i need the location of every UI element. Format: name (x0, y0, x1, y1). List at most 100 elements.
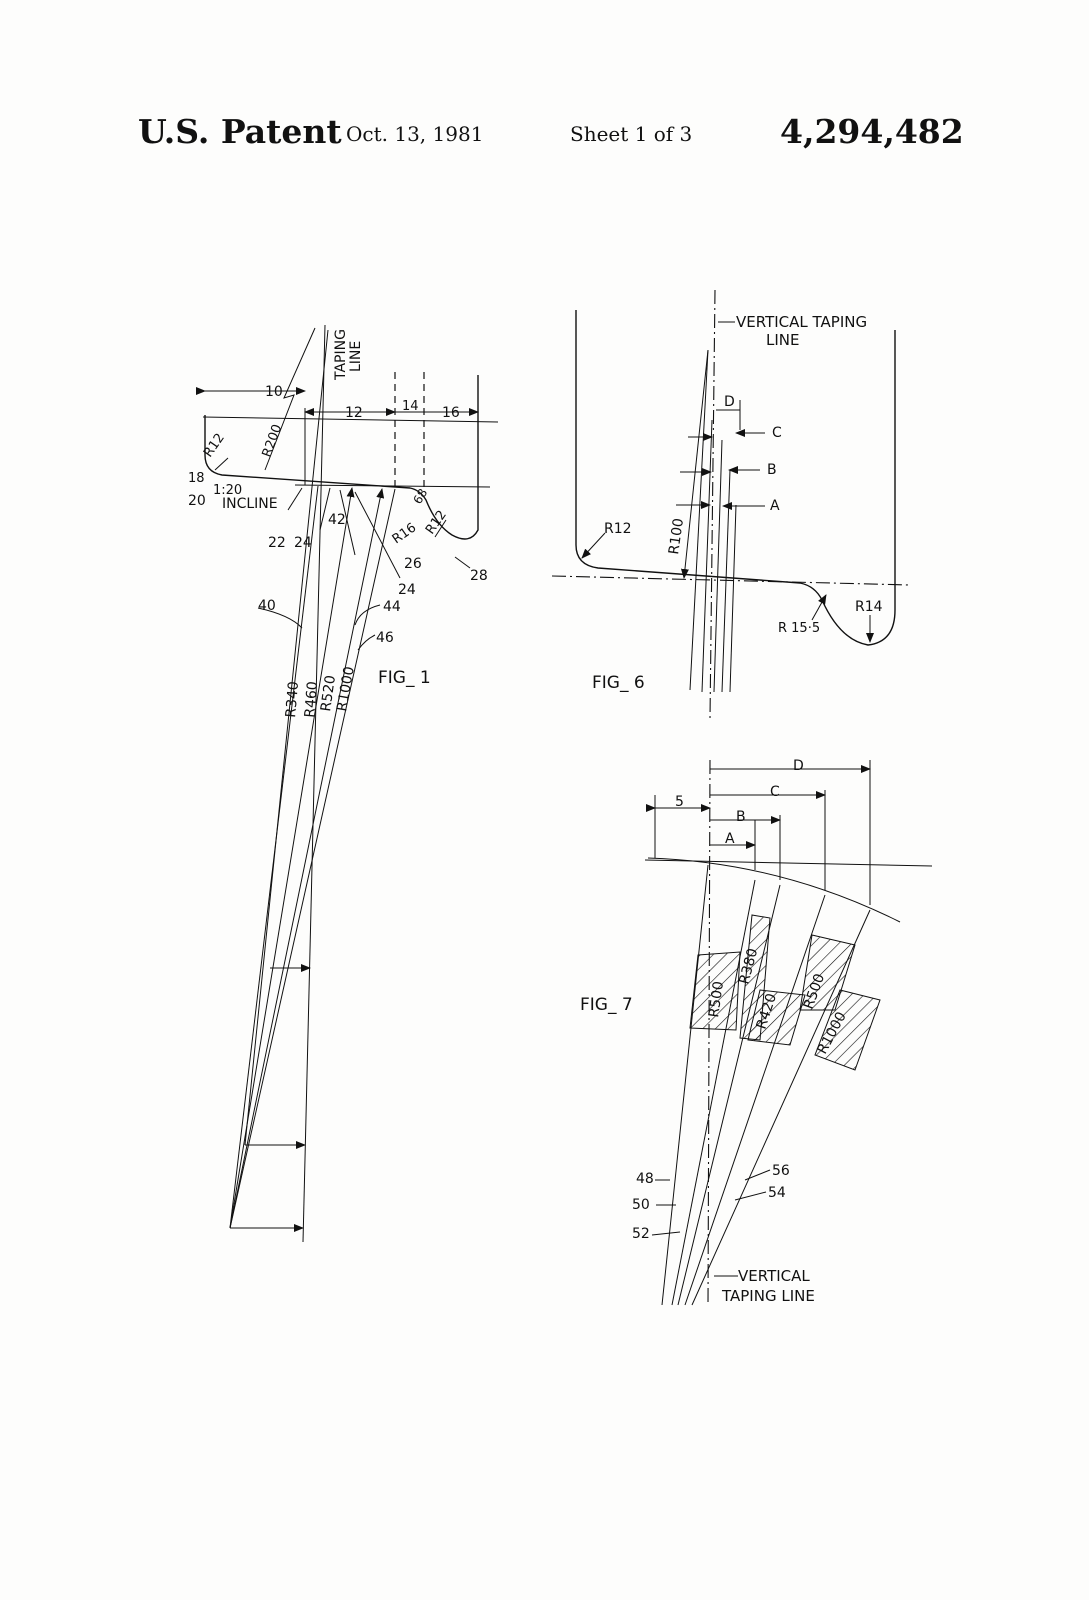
fig7-fan-line-54 (684, 894, 826, 1306)
fig1-dim-10: 10 (265, 384, 283, 400)
fig1-radius-r520: R520 (318, 674, 339, 712)
fig1-ref-20: 20 (188, 493, 206, 509)
fig1-radius-line-r1000 (229, 488, 396, 1229)
header-patent-number: 4,294,482 (780, 112, 964, 151)
fig7-fan-line-48 (661, 864, 709, 1306)
fig7-hatch-block-r500 (689, 951, 741, 1031)
figure-6: VERTICAL TAPING LINE D C B A R12 R100 R … (551, 289, 911, 719)
fig1-leader-24b (354, 491, 401, 579)
fig6-taper-line-5 (729, 504, 737, 693)
fig6-baseline (551, 575, 911, 586)
fig7-dim-d: D (793, 758, 804, 774)
fig7-arc (647, 857, 901, 923)
fig1-leader-42 (339, 489, 356, 556)
fig7-dim-c: C (770, 784, 780, 800)
fig7-leader-54 (734, 1191, 767, 1201)
fig1-leader-28 (454, 556, 471, 569)
fig6-caption: FIG_ 6 (592, 673, 645, 693)
header-date: Oct. 13, 1981 (346, 122, 484, 146)
fig1-leader-24a (319, 487, 331, 531)
fig1-radius-line-r460 (229, 487, 355, 1229)
fig7-vertical-taping-line (707, 759, 711, 1306)
fig1-angle-68: 68 (410, 486, 430, 506)
fig1-radius-line-outer (244, 329, 329, 1146)
fig1-leader-22 (287, 487, 303, 511)
fig1-dim-16: 16 (442, 405, 460, 421)
fig1-ref-44: 44 (383, 599, 401, 615)
fig1-ref-24a: 24 (294, 535, 312, 551)
fig1-incline-ratio: 1:20 (213, 483, 242, 498)
fig1-radius-line-r520 (229, 488, 385, 1229)
fig1-taping-label-1: TAPING (333, 329, 349, 381)
fig6-r12-leader (581, 532, 606, 559)
fig1-dim-12: 12 (345, 405, 363, 421)
fig1-radius-r1000: R1000 (334, 665, 358, 712)
fig7-dim-a: A (725, 831, 735, 847)
fig6-label-a: A (770, 498, 780, 514)
fig1-leader-18 (214, 457, 229, 471)
fig6-radius-r12: R12 (604, 521, 632, 537)
fig7-ref-56: 56 (772, 1163, 790, 1179)
fig1-ref-22: 22 (268, 535, 286, 551)
fig1-radius-r340: R340 (283, 681, 302, 719)
fig6-profile-outline (575, 310, 896, 646)
fig1-ref-46: 46 (376, 630, 394, 646)
fig6-radius-r100: R100 (666, 517, 687, 555)
fig6-taper-line-2 (701, 419, 713, 693)
fig7-hatch-block-r1000 (814, 989, 881, 1071)
fig1-r200-leader (264, 327, 316, 471)
fig1-ref-28: 28 (470, 568, 488, 584)
fig7-dim-b: B (736, 809, 746, 825)
fig1-profile-outline (204, 375, 479, 540)
fig6-vertical-taping-label-2: LINE (766, 331, 799, 349)
fig1-ref-24b: 24 (398, 582, 416, 598)
fig1-ref-42: 42 (328, 512, 346, 528)
fig1-leader-46 (357, 634, 376, 651)
fig6-radius-r14: R14 (855, 599, 883, 615)
fig7-leader-56 (744, 1169, 771, 1181)
fig6-radius-r155: R 15·5 (778, 621, 820, 636)
fig1-radius-r12-right: R12 (423, 508, 450, 538)
fig7-vertical-taping-label-1: VERTICAL (738, 1267, 810, 1285)
fig6-taper-line-3 (713, 439, 723, 693)
fig6-label-b: B (767, 462, 777, 478)
figure-1: TAPING LINE 10 12 14 16 R12 R200 18 1:20… (188, 324, 499, 1243)
fig7-ref-52: 52 (632, 1226, 650, 1242)
fig6-label-d: D (724, 394, 735, 410)
fig1-ref-40: 40 (258, 598, 276, 614)
fig6-vertical-taping-line (709, 289, 716, 719)
fig7-radius-r500a: R500 (706, 980, 727, 1018)
fig6-vertical-taping-label-1: VERTICAL TAPING (736, 313, 867, 331)
fig1-ref-18: 18 (188, 471, 205, 486)
fig1-taping-line (302, 324, 326, 1243)
fig1-leader-26 (434, 519, 447, 538)
fig6-r100-line (680, 349, 709, 579)
fig7-leader-52 (651, 1231, 681, 1236)
fig1-baseline (294, 484, 491, 488)
fig7-ref-48: 48 (636, 1171, 654, 1187)
fig7-dim-5: 5 (675, 794, 684, 810)
fig1-dim-14: 14 (402, 399, 419, 414)
fig1-radius-r460: R460 (302, 681, 321, 719)
fig1-leader-44 (354, 604, 381, 626)
fig6-taper-line-4 (721, 469, 731, 693)
fig7-vertical-taping-label-2: TAPING LINE (721, 1287, 815, 1305)
fig6-r155-leader (811, 594, 827, 621)
fig1-leader-40 (257, 607, 303, 629)
fig7-caption: FIG_ 7 (580, 995, 633, 1015)
fig1-taping-label-2: LINE (348, 341, 364, 372)
fig7-hatch-block-r420 (747, 989, 806, 1046)
header-sheet: Sheet 1 of 3 (570, 122, 693, 146)
fig6-taper-line-1 (689, 349, 709, 691)
fig1-ref-26: 26 (404, 556, 422, 572)
fig7-ref-54: 54 (768, 1185, 786, 1201)
header-publisher: U.S. Patent (138, 112, 342, 151)
fig1-radius-r16: R16 (390, 520, 420, 547)
fig7-ref-50: 50 (632, 1197, 650, 1213)
fig1-incline-word: INCLINE (222, 496, 278, 512)
fig6-label-c: C (772, 425, 782, 441)
fig7-fan-line-50 (671, 879, 756, 1306)
fig1-caption: FIG_ 1 (378, 668, 431, 688)
